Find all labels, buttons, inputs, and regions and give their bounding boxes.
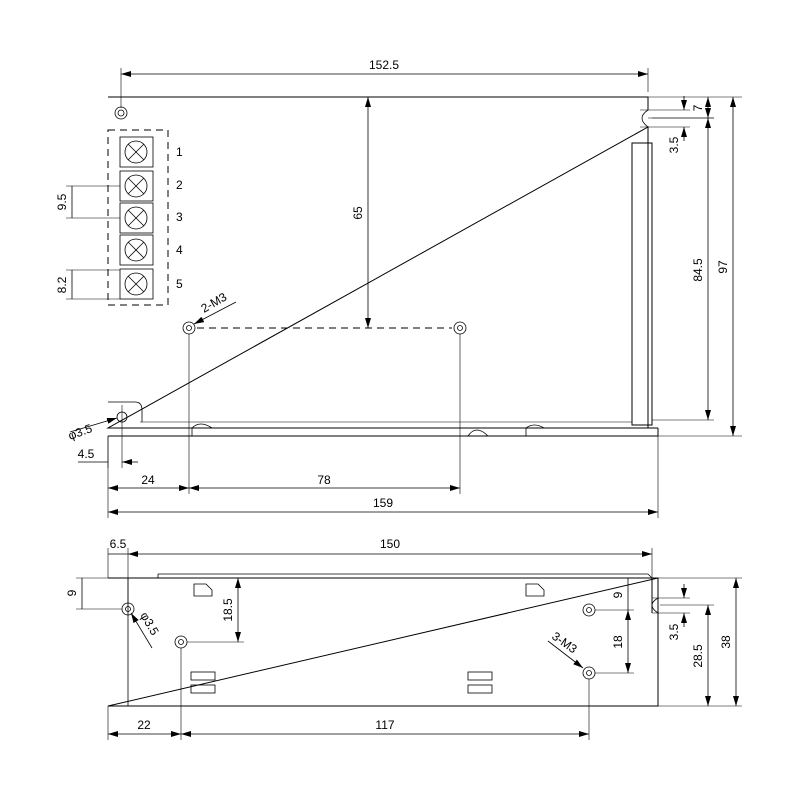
vent-slot — [467, 684, 493, 694]
dim-text-hole-offset-x: 4.5 — [78, 447, 95, 461]
dim-text-top-slot-offset: 7 — [691, 104, 705, 111]
dim-text-mount-hole-vertical: 84.5 — [691, 258, 705, 282]
dim-text-screw-offset: 65 — [351, 206, 365, 220]
leader-phi-3-5-top — [69, 417, 118, 433]
side-tab-right — [525, 583, 545, 597]
dim-text-side-overall-width: 150 — [380, 537, 400, 551]
dim-text-overall-width: 159 — [373, 496, 393, 510]
screw-hole-right — [453, 321, 467, 335]
side-slot-notch — [651, 597, 659, 614]
dim-text-side-screw-offset-left: 22 — [137, 718, 151, 732]
side-tab-left — [193, 583, 213, 597]
terminal-number: 2 — [176, 178, 183, 192]
dim-text-hole-offset-left: 6.5 — [110, 537, 127, 551]
terminal-screw-icon — [124, 238, 148, 262]
dim-text-side-overall-height: 38 — [719, 635, 733, 649]
callout-mount-hole-side: φ3.5 — [137, 610, 162, 638]
top-view: 1 2 3 4 5 152.5 65 97 84.5 — [55, 58, 742, 518]
dim-text-terminal-width: 8.2 — [55, 276, 69, 293]
terminal-screw-icon — [124, 206, 148, 230]
terminal-number: 4 — [176, 243, 183, 257]
base-clip-left — [191, 423, 213, 436]
leader-2-m3 — [193, 301, 237, 325]
base-clip-right — [525, 424, 545, 436]
mount-hole-frame — [108, 401, 143, 422]
terminal-screw-icon — [124, 140, 148, 164]
side-screw-hole-bottom-right — [582, 666, 596, 680]
dim-text-side-slot-width: 3.5 — [667, 623, 681, 640]
terminal-number: 3 — [176, 210, 183, 224]
dim-text-screw-top-offset: 9 — [611, 591, 625, 598]
vent-slot — [190, 671, 216, 681]
base-round-feature — [467, 429, 489, 437]
side-view: 6.5 150 9 φ3.5 18.5 3-M3 9 18 3.5 — [65, 537, 742, 740]
terminal-number: 5 — [176, 277, 183, 291]
terminal-screws — [119, 136, 154, 300]
dim-text-hole-offset-top: 9 — [65, 589, 79, 596]
vent-slot — [467, 671, 493, 681]
side-screw-hole-left — [174, 635, 188, 649]
dim-text-side-screw-spacing: 117 — [375, 718, 394, 732]
vent-slot — [190, 684, 216, 694]
callout-screw-holes-top: 2-M3 — [199, 290, 230, 316]
leader-phi-3-5-side — [130, 612, 153, 649]
side-screw-hole-top-right — [582, 603, 596, 617]
terminal-number: 1 — [176, 145, 183, 159]
leader-3-m3 — [547, 640, 584, 669]
terminal-block-outline — [107, 129, 169, 306]
dim-text-overall-width-top: 152.5 — [369, 58, 399, 72]
dim-text-screw-spacing-vertical: 18 — [611, 635, 625, 649]
dim-text-screw-spacing: 78 — [317, 473, 331, 487]
dim-text-terminal-pitch: 9.5 — [55, 193, 69, 210]
dim-text-screw-offset-left: 24 — [141, 473, 155, 487]
terminal-screw-icon — [124, 174, 148, 198]
dim-text-slot-height: 28.5 — [691, 644, 705, 668]
dim-text-slot-width-top: 3.5 — [667, 136, 681, 153]
mount-hole-top-left-inner — [117, 109, 125, 117]
screw-hole-left — [182, 321, 196, 335]
callout-screw-holes-side: 3-M3 — [549, 629, 580, 656]
side-strip — [631, 142, 653, 426]
callout-mount-hole-top: φ3.5 — [66, 421, 94, 443]
dim-text-screw-vertical-offset: 18.5 — [221, 598, 235, 622]
mount-hole-top-left — [114, 106, 128, 120]
dim-text-overall-height: 97 — [716, 260, 730, 274]
terminal-screw-icon — [124, 272, 148, 296]
top-slot-notch — [641, 109, 649, 128]
